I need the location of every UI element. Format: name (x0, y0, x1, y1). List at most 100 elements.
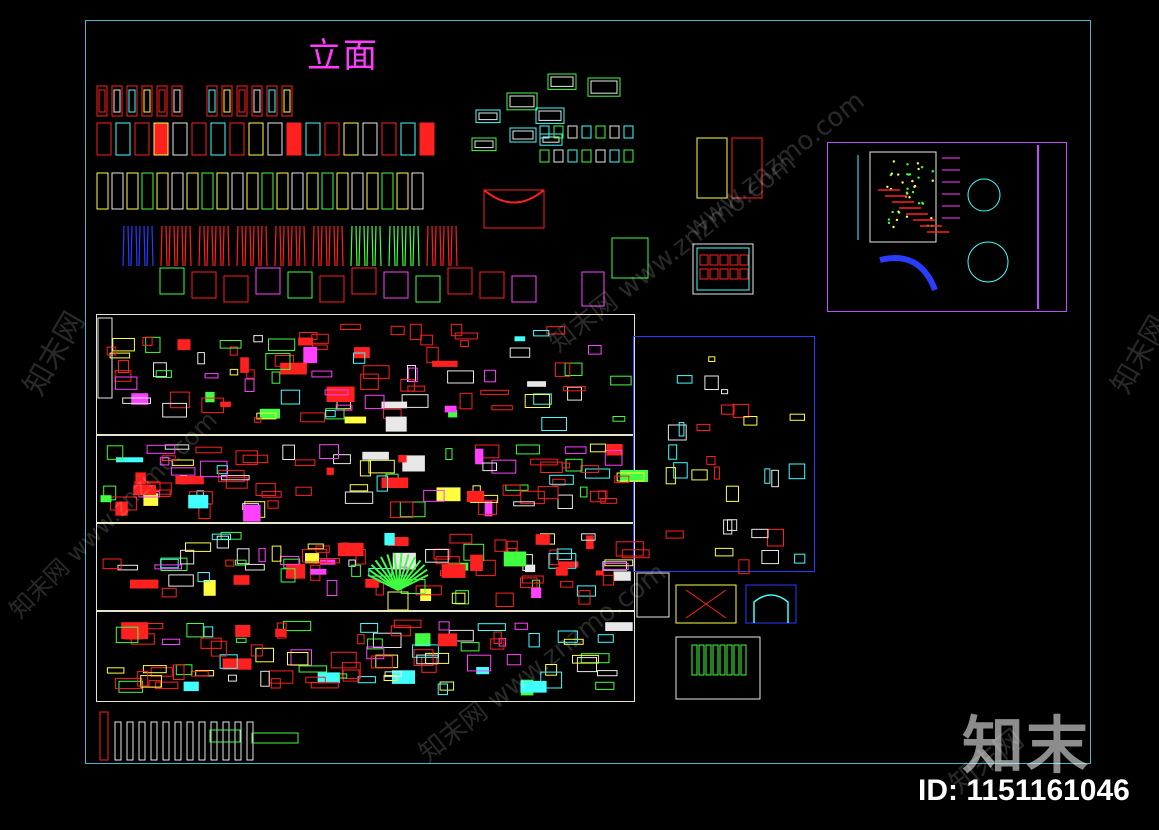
shrub-block (251, 732, 299, 744)
furniture-block (484, 369, 497, 383)
chair-block (553, 125, 564, 139)
curtain-block (351, 267, 377, 295)
furniture-block (360, 623, 379, 633)
furniture-block (203, 580, 216, 596)
wall-panel (698, 644, 705, 676)
furniture-block (585, 468, 611, 479)
stair-texture-dot (887, 221, 891, 225)
furniture-block (161, 638, 181, 646)
furniture-block (155, 681, 179, 690)
cabinet-block (411, 172, 424, 210)
plant-leaf (397, 556, 416, 591)
furniture-block (250, 644, 263, 657)
furniture-block (416, 654, 439, 665)
stair-texture-dot (920, 166, 924, 169)
furniture-block (326, 467, 334, 475)
furniture-block (520, 577, 538, 588)
furniture-block (160, 558, 179, 569)
door-block (141, 85, 153, 117)
furniture-block (115, 501, 128, 516)
detail-block (665, 530, 684, 539)
furniture-block (203, 626, 214, 638)
furniture-block (533, 393, 552, 405)
elevation-detail (719, 254, 729, 266)
section-elevation (696, 247, 750, 291)
curtain-block (274, 225, 306, 267)
door-panel (143, 89, 151, 113)
stair-texture-dot (916, 162, 920, 165)
furniture-block (375, 581, 384, 596)
cabinet-block (261, 172, 274, 210)
furniture-block (490, 638, 505, 650)
door-block (171, 85, 183, 117)
furniture-block (459, 392, 473, 410)
door-block (115, 122, 131, 156)
furniture-block (600, 498, 617, 504)
furniture-block (286, 563, 306, 579)
door-block (126, 85, 138, 117)
furniture-block (279, 555, 300, 565)
door-block (267, 122, 283, 156)
furniture-block (535, 534, 550, 545)
furniture-block (268, 338, 296, 351)
furniture-block (561, 462, 571, 469)
mirror-glass (474, 140, 494, 149)
detail-block (761, 550, 780, 565)
furniture-block (142, 337, 153, 346)
furniture-block (280, 389, 301, 405)
furniture-block (460, 642, 480, 652)
furniture-block (420, 334, 433, 346)
door-panel (128, 89, 136, 113)
furniture-block (564, 362, 583, 377)
furniture-block (531, 579, 540, 589)
stair-texture-dot (906, 163, 909, 166)
plant-leaf (397, 554, 410, 591)
furniture-block (275, 628, 287, 637)
furniture-block (509, 347, 531, 358)
door-block (229, 122, 245, 156)
furniture-block (162, 402, 187, 418)
curtain-block (160, 225, 192, 267)
znzmo-logo: 知末 (962, 709, 1091, 782)
detail-block (691, 469, 708, 481)
cabinet-block (201, 172, 214, 210)
furniture-block (412, 644, 439, 658)
furniture-block (365, 578, 379, 588)
furniture-block (260, 670, 270, 687)
octagon-mirror-block (506, 92, 538, 111)
furniture-block (425, 549, 449, 563)
furniture-block (303, 347, 318, 364)
baluster-block (222, 721, 230, 761)
plant-pot (387, 591, 409, 611)
panel-divider-1 (96, 434, 635, 436)
furniture-block (362, 451, 389, 460)
furniture-block (520, 680, 547, 693)
furniture-block (537, 486, 559, 500)
furniture-block (556, 548, 573, 560)
section-elevation (696, 137, 728, 199)
door-block (156, 85, 168, 117)
arch-elevation (745, 584, 797, 624)
detail-block (732, 403, 750, 418)
door-panel (208, 89, 216, 113)
octagon-mirror-block (471, 137, 497, 152)
detail-block (673, 462, 688, 479)
furniture-block (130, 579, 159, 589)
stage-curtain-block (483, 189, 545, 229)
furniture-block (153, 362, 167, 378)
section-elevation (731, 137, 763, 199)
furniture-block (201, 397, 225, 414)
furniture-block (117, 564, 138, 571)
furniture-block (133, 484, 157, 496)
furniture-block (114, 376, 138, 390)
elevation-detail (729, 268, 739, 280)
furniture-block (381, 401, 408, 409)
detail-block (676, 375, 693, 384)
furniture-block (219, 340, 242, 349)
furniture-block (364, 394, 385, 410)
furniture-block (383, 675, 398, 681)
furniture-block (436, 487, 461, 502)
furniture-block (384, 533, 395, 546)
door-block (206, 85, 218, 117)
furniture-block (376, 475, 389, 492)
